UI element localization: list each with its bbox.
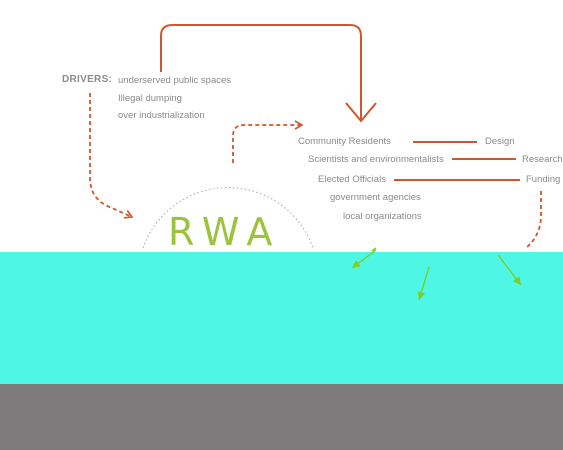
contribution-funding: Funding bbox=[526, 174, 561, 185]
top-loop-arrowhead bbox=[345, 102, 377, 123]
rwa-to-stakeholders-arrow bbox=[232, 120, 304, 163]
driver-item: Illegal dumping bbox=[118, 93, 182, 104]
driver-item: over industrialization bbox=[118, 110, 205, 121]
stakeholder-item: Community Residents bbox=[298, 136, 391, 147]
driver-item: underserved public spaces bbox=[118, 75, 232, 86]
contribution-design: Design bbox=[485, 136, 515, 147]
contribution-research: Research bbox=[522, 154, 563, 165]
drivers-label: DRIVERS: bbox=[62, 74, 113, 85]
stakeholder-item: local organizations bbox=[343, 211, 422, 222]
stakeholder-item: Elected Officials bbox=[318, 174, 386, 185]
funding-dashed-line bbox=[525, 191, 542, 249]
top-loop-arrow bbox=[160, 24, 362, 120]
gray-footer-bar bbox=[0, 384, 563, 450]
drivers-to-rwa-arrow bbox=[89, 93, 134, 219]
stakeholder-item: government agencies bbox=[330, 192, 421, 203]
rwa-center-label: RWA bbox=[168, 210, 282, 254]
stakeholder-item: Scientists and environmentalists bbox=[308, 154, 444, 165]
cyan-overlay-block bbox=[0, 252, 563, 386]
outcome-connector bbox=[371, 247, 377, 252]
